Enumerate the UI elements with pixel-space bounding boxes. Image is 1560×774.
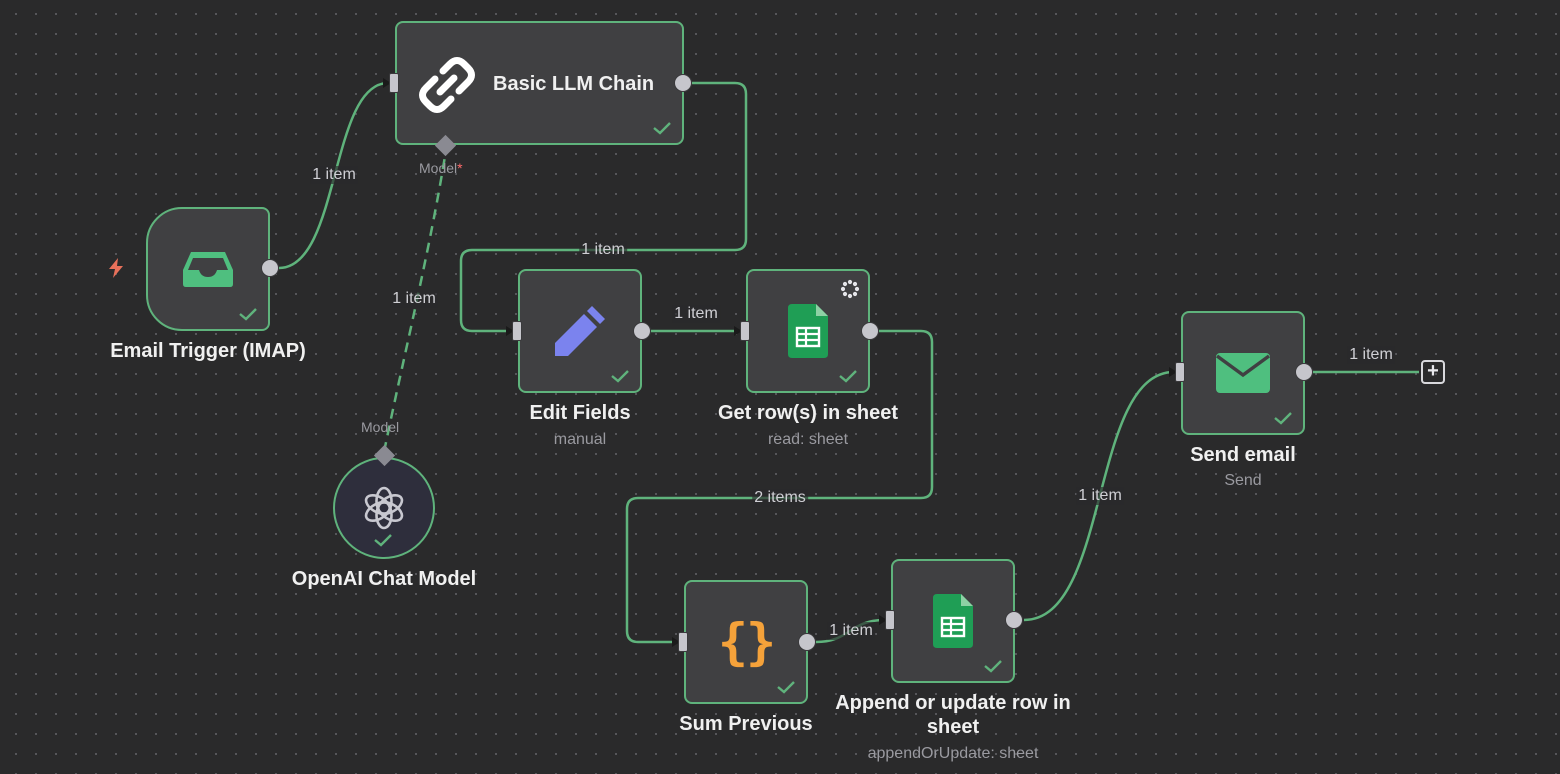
edge-label-send-out: 1 item [1347,346,1395,364]
curly-braces-icon: {} [717,613,776,671]
success-check-icon [653,122,671,135]
node-edit-fields[interactable] [518,269,642,393]
trigger-bolt-icon [109,258,123,278]
pencil-icon [555,306,605,356]
node-get-rows[interactable] [746,269,870,393]
node-email-trigger[interactable] [146,207,270,331]
model-port-label: Model* [419,160,463,176]
loading-spinner-icon [840,279,860,299]
output-handle-basic-llm-chain[interactable] [674,74,692,92]
add-node-button[interactable]: + [1421,360,1445,384]
output-handle-append-update[interactable] [1005,611,1023,629]
node-subtitle-edit-fields: manual [553,431,607,448]
node-title-email-trigger: Email Trigger (IMAP) [110,340,306,362]
node-title-sum-previous: Sum Previous [679,713,813,735]
node-send-email[interactable] [1181,311,1305,435]
input-handle-edit-fields[interactable] [512,321,522,341]
node-subtitle-get-rows: read: sheet [767,431,849,448]
success-check-icon [777,681,795,694]
edge-label-edit-to-get: 1 item [672,305,720,323]
node-subtitle-send-email: Send [1224,472,1262,489]
success-check-icon [611,370,629,383]
node-title-get-rows: Get row(s) in sheet [717,402,899,424]
node-title-basic-llm-chain: Basic LLM Chain [493,73,655,95]
output-handle-sum-previous[interactable] [798,633,816,651]
node-title-openai-chat-model: OpenAI Chat Model [291,568,477,590]
openai-icon [364,486,404,530]
edge-label-trigger-to-chain: 1 item [310,166,358,184]
success-check-icon [839,370,857,383]
node-title-send-email: Send email [1190,444,1296,466]
model-port-label-text: Model [419,160,458,176]
success-check-icon [1274,412,1292,425]
openai-port-label: Model [361,419,400,435]
edge-label-sum-to-append: 1 item [827,622,875,640]
node-sum-previous[interactable]: {} [684,580,808,704]
output-handle-email-trigger[interactable] [261,259,279,277]
required-mark: * [457,160,463,176]
google-sheets-icon [933,594,973,648]
input-handle-sum-previous[interactable] [678,632,688,652]
input-handle-append-update[interactable] [885,610,895,630]
node-openai-chat-model[interactable] [333,457,435,559]
input-handle-get-rows[interactable] [740,321,750,341]
edge-label-chain-to-edit: 1 item [579,241,627,259]
google-sheets-icon [788,304,828,358]
input-handle-basic-llm-chain[interactable] [389,73,399,93]
node-append-update[interactable] [891,559,1015,683]
node-subtitle-append-update: appendOrUpdate: sheet [867,745,1039,762]
inbox-icon [183,252,233,287]
success-check-icon [239,308,257,321]
node-title-append-update: Append or update row in sheet [835,692,1071,738]
output-handle-get-rows[interactable] [861,322,879,340]
output-handle-send-email[interactable] [1295,363,1313,381]
link-icon [419,57,475,113]
envelope-icon [1216,353,1270,393]
input-handle-send-email[interactable] [1175,362,1185,382]
output-handle-edit-fields[interactable] [633,322,651,340]
edge-label-get-to-sum: 2 items [752,489,808,507]
success-check-icon [374,534,392,547]
success-check-icon [984,660,1002,673]
edge-label-append-to-send: 1 item [1076,487,1124,505]
edge-label-model-to-chain: 1 item [390,290,438,308]
node-basic-llm-chain[interactable]: Basic LLM Chain [395,21,684,145]
node-title-edit-fields: Edit Fields [529,402,631,424]
